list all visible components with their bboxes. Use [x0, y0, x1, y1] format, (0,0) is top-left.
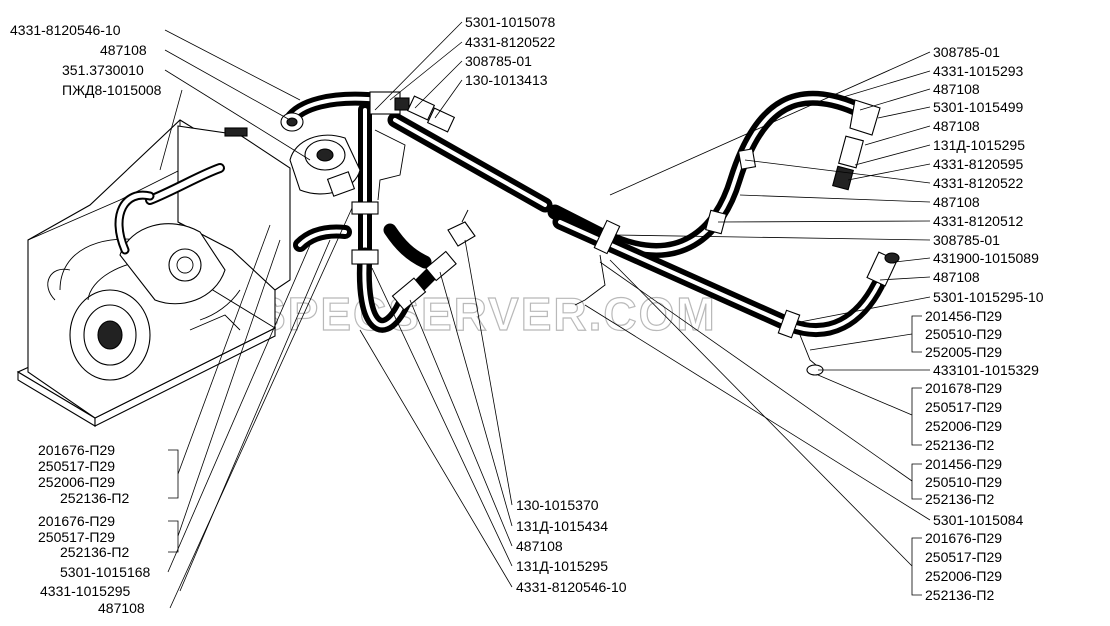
part-label: 131Д-1015295 — [933, 137, 1025, 153]
part-label: 201676-П29 — [38, 513, 115, 529]
part-label: 250517-П29 — [38, 529, 115, 545]
heater-unit — [16, 119, 291, 427]
labels-bottom-center: 130-1015370 131Д-1015434 487108 131Д-101… — [516, 497, 627, 595]
part-label: 5301-1015084 — [933, 512, 1024, 528]
part-label: 487108 — [516, 538, 563, 554]
part-label: 5301-1015168 — [60, 564, 151, 580]
part-label: 5301-1015499 — [933, 99, 1024, 115]
part-label: 252136-П2 — [925, 587, 994, 603]
part-label: 308785-01 — [933, 232, 1000, 248]
part-label: 5301-1015078 — [465, 14, 556, 30]
part-label: 4331-1015295 — [40, 583, 131, 599]
labels-left-group-2: 201676-П29 250517-П29 252136-П2 — [38, 513, 129, 560]
part-label: 250517-П29 — [925, 549, 1002, 565]
part-label: 130-1015370 — [516, 497, 599, 513]
part-label: 4331-8120522 — [933, 175, 1024, 191]
part-label: 252005-П29 — [925, 344, 1002, 360]
part-label: 201676-П29 — [38, 442, 115, 458]
labels-left-top: 4331-8120546-10 487108 351.3730010 ПЖД8-… — [10, 22, 162, 98]
part-label: 431900-1015089 — [933, 250, 1039, 266]
part-label: 250517-П29 — [38, 458, 115, 474]
part-label: 487108 — [933, 81, 980, 97]
part-label: 252136-П2 — [60, 544, 129, 560]
part-label: 250510-П29 — [925, 326, 1002, 342]
part-label: 252136-П2 — [60, 490, 129, 506]
fittings — [280, 91, 900, 376]
part-label: 487108 — [100, 42, 147, 58]
part-label: 252006-П29 — [925, 568, 1002, 584]
labels-left-group-1: 201676-П29 250517-П29 252006-П29 252136-… — [38, 442, 129, 506]
part-label: 487108 — [933, 269, 980, 285]
labels-right: 308785-01 4331-1015293 487108 5301-10154… — [933, 44, 1044, 305]
part-label: 252136-П2 — [925, 437, 994, 453]
part-label: 130-1013413 — [465, 72, 548, 88]
labels-center-top: 5301-1015078 4331-8120522 308785-01 130-… — [465, 14, 556, 88]
part-label: 131Д-1015295 — [516, 558, 608, 574]
watermark: SPECSERVER.COM — [255, 288, 717, 340]
part-label: 4331-8120595 — [933, 156, 1024, 172]
labels-right-group-4: 201676-П29 250517-П29 252006-П29 252136-… — [925, 530, 1002, 603]
labels-right-group-1: 201456-П29 250510-П29 252005-П29 433101-… — [925, 308, 1039, 378]
part-label: 252006-П29 — [925, 418, 1002, 434]
part-label: ПЖД8-1015008 — [62, 82, 162, 98]
part-label: 4331-8120546-10 — [516, 579, 627, 595]
part-label: 201456-П29 — [925, 308, 1002, 324]
part-label: 201456-П29 — [925, 456, 1002, 472]
part-label: 487108 — [933, 118, 980, 134]
part-label: 308785-01 — [465, 53, 532, 69]
leader-lines — [159, 21, 931, 609]
part-label: 252136-П2 — [925, 491, 994, 507]
part-label: 131Д-1015434 — [516, 518, 608, 534]
part-label: 351.3730010 — [62, 62, 144, 78]
part-label: 487108 — [933, 194, 980, 210]
part-label: 4331-8120512 — [933, 213, 1024, 229]
part-label: 308785-01 — [933, 44, 1000, 60]
labels-right-group-2: 201678-П29 250517-П29 252006-П29 252136-… — [925, 380, 1002, 453]
part-label: 4331-1015293 — [933, 63, 1024, 79]
labels-left-bottom: 5301-1015168 4331-1015295 487108 — [40, 564, 151, 616]
part-label: 201676-П29 — [925, 530, 1002, 546]
part-label: 4331-8120546-10 — [10, 22, 121, 38]
part-label: 250510-П29 — [925, 474, 1002, 490]
part-label: 201678-П29 — [925, 380, 1002, 396]
part-label: 5301-1015295-10 — [933, 289, 1044, 305]
part-label: 252006-П29 — [38, 474, 115, 490]
part-label: 4331-8120522 — [465, 34, 556, 50]
part-label: 487108 — [98, 600, 145, 616]
labels-right-group-3: 201456-П29 250510-П29 252136-П2 5301-101… — [925, 456, 1024, 528]
part-label: 250517-П29 — [925, 399, 1002, 415]
part-label: 433101-1015329 — [933, 362, 1039, 378]
